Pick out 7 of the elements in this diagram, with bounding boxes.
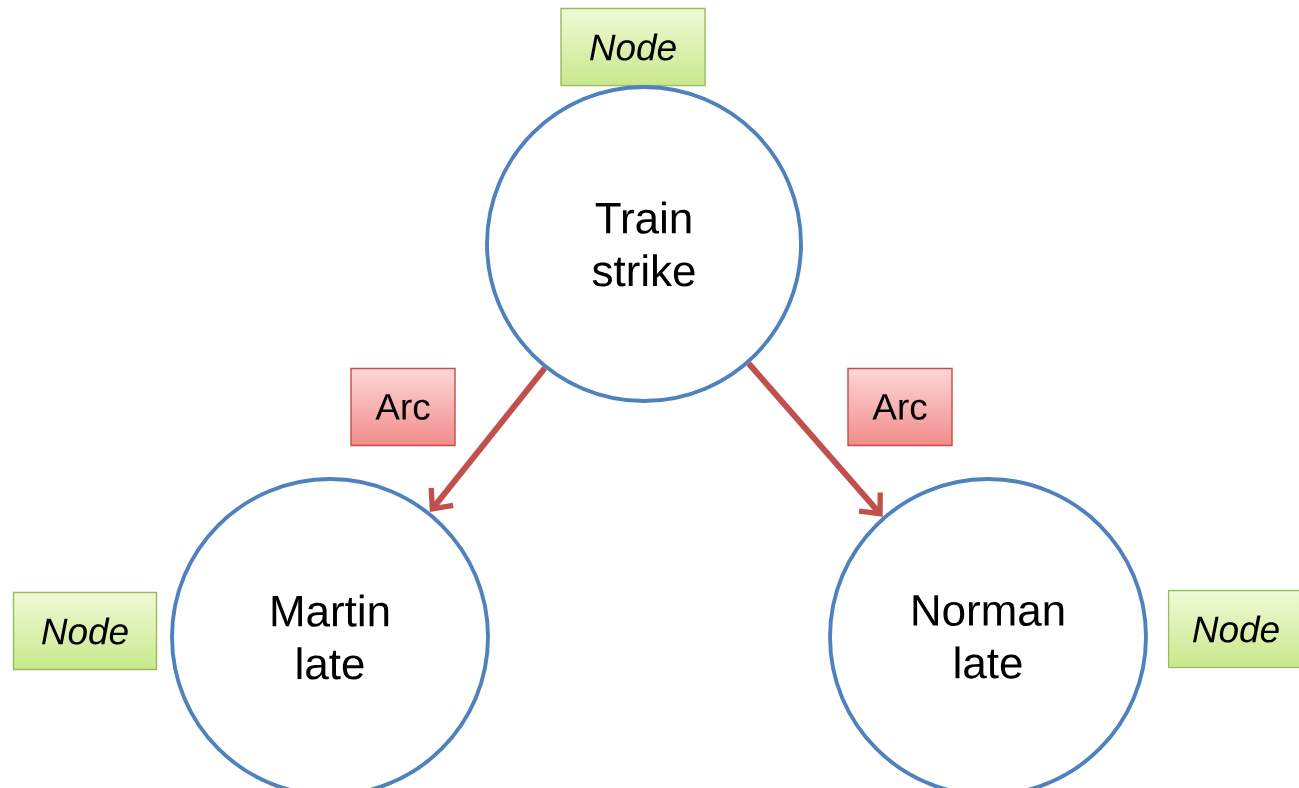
node-tag: Node [1167, 589, 1299, 669]
arc-tag: Arc [847, 367, 953, 447]
arrow [746, 361, 883, 517]
arc-tag: Arc [350, 367, 456, 447]
node-tag: Node [560, 7, 706, 87]
arrow [428, 366, 548, 513]
node-tag: Node [12, 591, 158, 671]
